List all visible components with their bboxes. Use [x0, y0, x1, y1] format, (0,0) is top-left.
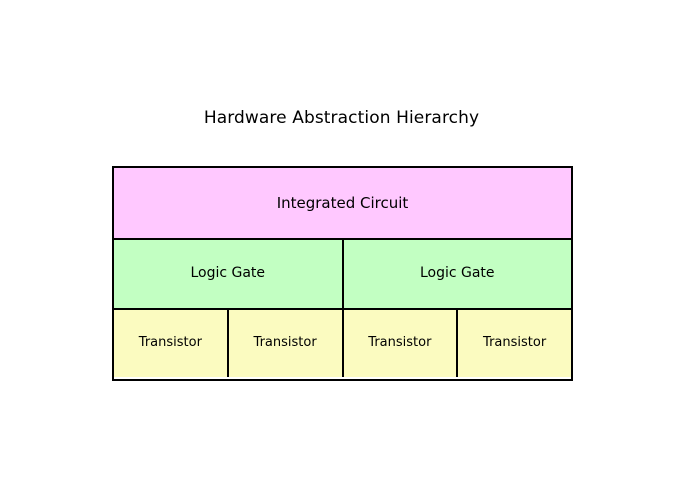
block-label: Transistor [483, 335, 547, 351]
block-transistor-3[interactable]: Transistor [341, 310, 457, 377]
block-logic-gate-2[interactable]: Logic Gate [341, 240, 571, 308]
block-label: Transistor [253, 335, 317, 351]
block-label: Logic Gate [419, 265, 495, 282]
block-transistor-2[interactable]: Transistor [226, 310, 342, 377]
block-logic-gate-1[interactable]: Logic Gate [114, 240, 342, 308]
block-label: Transistor [138, 335, 202, 351]
page-title: Hardware Abstraction Hierarchy [203, 108, 480, 128]
block-label: Integrated Circuit [276, 193, 409, 212]
tier-logic-gate: Logic Gate Logic Gate [114, 238, 571, 310]
tier-integrated-circuit: Integrated Circuit [114, 168, 571, 238]
block-transistor-1[interactable]: Transistor [114, 310, 227, 377]
tier-transistor: Transistor Transistor Transistor Transis… [114, 310, 571, 377]
block-label: Logic Gate [190, 265, 266, 282]
block-integrated-circuit[interactable]: Integrated Circuit [114, 168, 571, 238]
block-transistor-4[interactable]: Transistor [456, 310, 571, 377]
block-label: Transistor [368, 335, 432, 351]
hardware-abstraction-hierarchy-diagram: Integrated Circuit Logic Gate Logic Gate… [112, 166, 573, 381]
